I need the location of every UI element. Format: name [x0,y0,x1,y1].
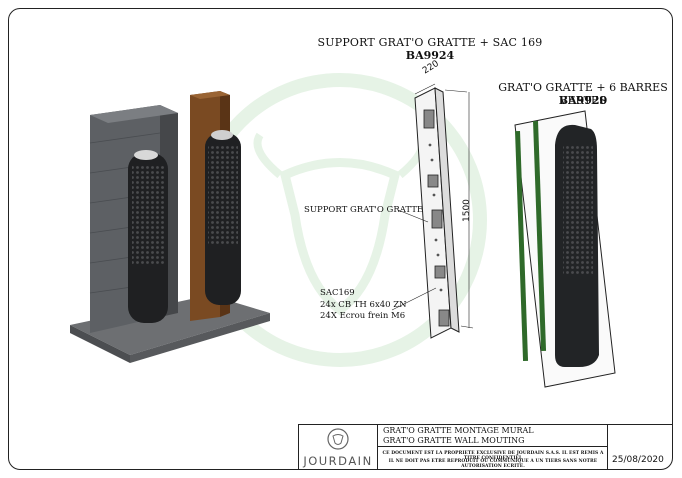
title-en: GRAT'O GRATTE WALL MOUTING [383,436,525,445]
title-cell [378,424,608,447]
height-dimension: 1500 [462,199,472,222]
drawing-date: 25/08/2020 [612,455,664,465]
cow-logo-icon [327,428,349,450]
title-block [298,424,673,470]
support-title: SUPPORT GRAT'O GRATTE + SAC 169 [317,36,543,49]
sac-callout: SAC169 24x CB TH 6x40 ZN 24X Ecrou frein… [320,288,407,323]
green-bar [515,130,529,361]
sac-line-3: 24X Ecrou frein M6 [320,311,406,321]
title-fr: GRAT'O GRATTE MONTAGE MURAL [383,426,534,435]
legal-line-2: IL NE DOIT PAS ETRE REPRODUIT OU COMMUNI… [388,459,598,469]
legal-line-1: CE DOCUMENT EST LA PROPRIETE EXCLUSIVE D… [382,451,604,461]
green-bar [533,120,547,351]
kit-title: GRAT'O GRATTE + 6 BARRES VERTES [498,81,668,107]
sac-line-1: SAC169 [320,288,355,298]
kit-drawing [514,110,616,388]
drawing-frame [8,8,673,470]
wall-mount-3d-view [70,91,270,363]
support-callout: SUPPORT GRAT'O GRATTE [304,205,424,215]
support-bracket-drawing [414,83,474,339]
legal-cell [378,447,608,470]
brand-name: JOURDAIN [303,454,373,468]
title-block-logo-cell [298,424,378,470]
kit-code: BA9920 [558,94,608,107]
support-code: BA9924 [405,49,455,62]
callout-leaders [391,209,437,311]
sac-line-2: 24x CB TH 6x40 ZN [320,299,407,310]
